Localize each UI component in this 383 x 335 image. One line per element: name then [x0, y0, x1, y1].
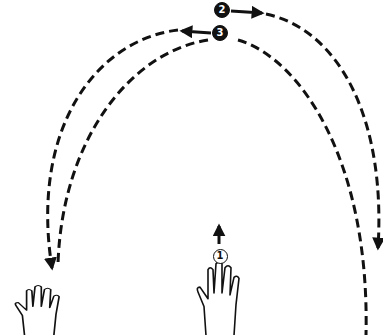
throw-arc: [266, 14, 379, 248]
throw-paths: [48, 14, 379, 335]
ball-marker: 3: [212, 25, 228, 41]
motion-arrow: [182, 31, 211, 33]
throw-arc: [238, 40, 366, 335]
ball-number: 2: [219, 5, 226, 15]
motion-arrow: [231, 11, 262, 13]
ball-number: 1: [217, 251, 224, 261]
hand: [15, 286, 59, 335]
hand: [197, 262, 239, 335]
throw-arc: [58, 40, 208, 264]
motion-arrow: [218, 226, 221, 244]
ball-marker: 1: [213, 249, 228, 264]
motion-arrows: [182, 11, 262, 244]
ball-number: 3: [217, 28, 224, 38]
throw-arc: [48, 30, 178, 268]
ball-marker: 2: [214, 2, 230, 18]
